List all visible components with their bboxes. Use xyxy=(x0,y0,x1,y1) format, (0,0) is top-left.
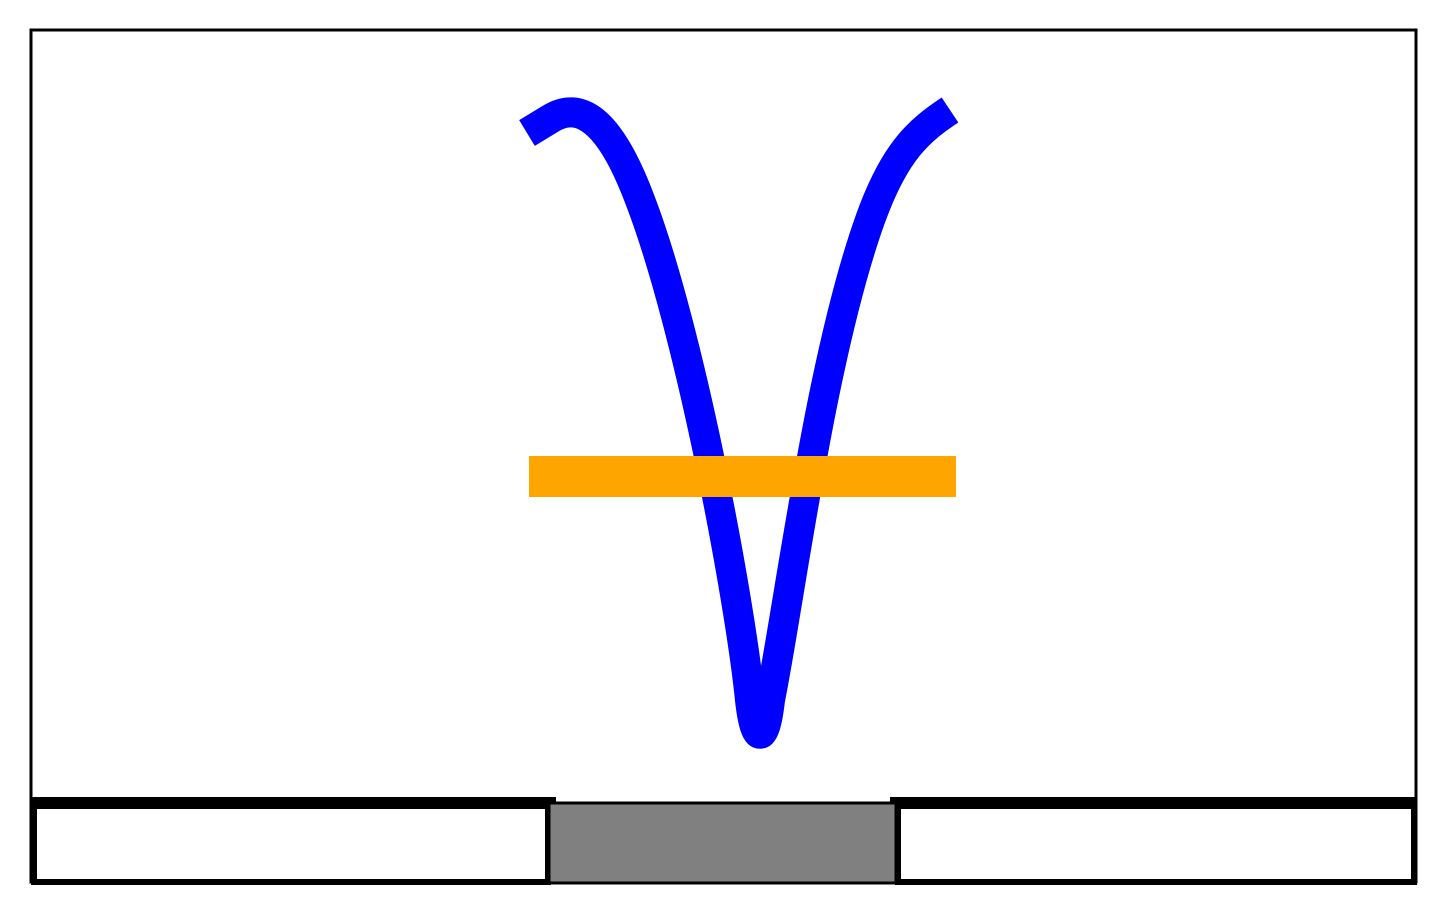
segment-right[interactable] xyxy=(895,803,1417,885)
curve-shape xyxy=(519,97,959,749)
segment-left[interactable] xyxy=(31,803,551,885)
segment-middle[interactable] xyxy=(547,801,898,885)
horizontal-bar xyxy=(529,456,956,497)
segmented-control xyxy=(31,797,1417,885)
